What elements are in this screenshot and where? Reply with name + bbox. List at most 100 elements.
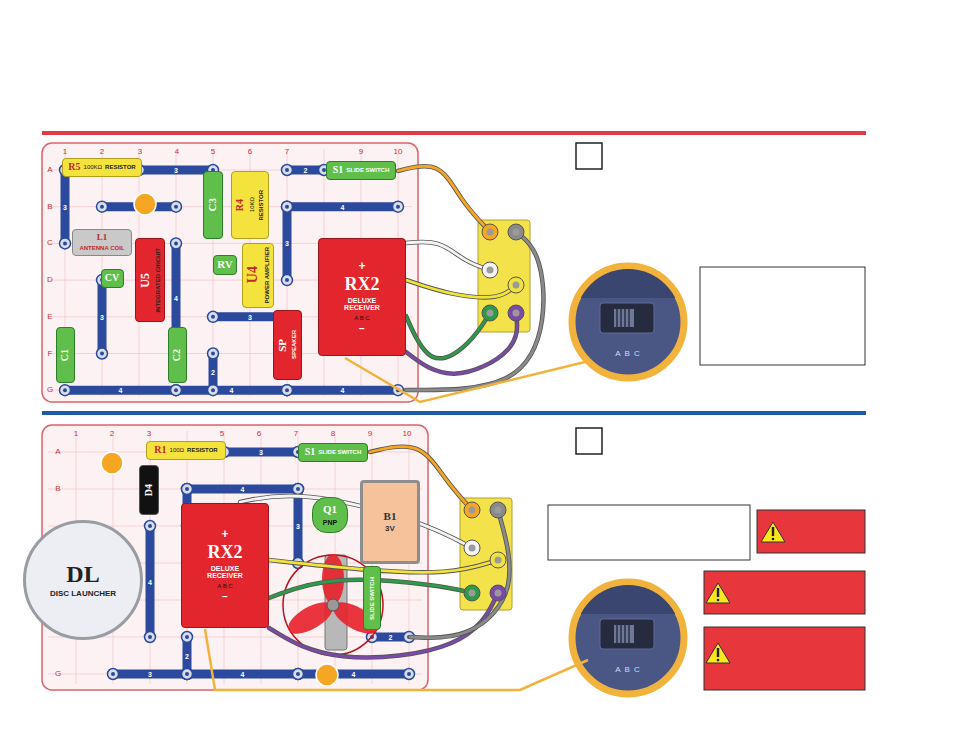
snap-number: 4 [240, 486, 246, 493]
warning-box [704, 571, 865, 614]
page-frame [42, 131, 866, 694]
note-box [700, 267, 865, 365]
part-caption: POWER AMPLIFIER [264, 247, 270, 303]
snap-wire [296, 487, 300, 491]
snap-wire [396, 205, 400, 209]
grid-number: 9 [368, 430, 372, 438]
warning-box [717, 659, 720, 662]
jumper-wire [406, 313, 517, 374]
snap-wire [283, 207, 292, 280]
part-caption: PNP [323, 519, 337, 526]
magnified-inset [560, 584, 700, 614]
snap-number: 4 [229, 387, 235, 394]
part-caption: DELUXE RECEIVER [194, 565, 256, 580]
snap-wire [208, 385, 219, 396]
snap-wire [182, 484, 193, 495]
snap-wire [97, 201, 108, 212]
magnified-inset [617, 625, 629, 643]
snap-wire [176, 386, 287, 395]
grid-letter: C [47, 239, 53, 247]
snap-number: 4 [118, 387, 124, 394]
snap-wire [293, 669, 304, 680]
part-label: S1 [305, 447, 316, 458]
grid-number: 5 [220, 430, 224, 438]
part-label: U4 [246, 266, 261, 283]
snap-number: 2 [210, 368, 216, 375]
magnified-inset [560, 268, 700, 333]
grid-letter: B [47, 203, 52, 211]
snap-wire [63, 241, 67, 245]
warning-box [704, 571, 865, 614]
snap-wire [293, 484, 304, 495]
snap-wire [145, 632, 156, 643]
warning-box [772, 527, 774, 536]
snap-wire [282, 385, 293, 396]
snap-wire [139, 166, 213, 175]
part-label: S1 [333, 165, 344, 176]
snap-wire [185, 487, 189, 491]
grid-number: 2 [100, 148, 104, 156]
snap-wire [145, 521, 156, 532]
part-caption: RX2 [208, 543, 243, 562]
snap-wire [296, 672, 300, 676]
capacitor-part: C2 [168, 327, 187, 383]
connector-terminal [482, 224, 498, 240]
snap-wire [296, 672, 300, 676]
snap-wire [293, 669, 304, 680]
snap-wire [224, 448, 298, 457]
connector-terminal [508, 224, 524, 240]
snap-wire [285, 168, 289, 172]
potentiometer-part: RV [213, 255, 237, 275]
snap-wire [174, 388, 178, 392]
warning-box [757, 510, 865, 553]
connector-terminal [495, 557, 502, 564]
snap-wire [285, 278, 289, 282]
connector-terminal [487, 267, 494, 274]
check-box [576, 428, 602, 454]
snap-wire [298, 670, 409, 679]
jumper-wire [240, 496, 472, 548]
grid-number: 3 [138, 148, 142, 156]
snap-wire [407, 672, 411, 676]
section-rule [42, 131, 866, 135]
part-label: C2 [172, 349, 183, 361]
snap-wire [287, 202, 398, 211]
connector-block [478, 220, 530, 332]
coil-part: L1ANTENNA COIL [72, 229, 132, 256]
part-label: SP [277, 339, 289, 352]
speaker-part: SPSPEAKER [273, 310, 302, 380]
part-label: C3 [207, 198, 219, 211]
snap-wire [285, 388, 289, 392]
part-caption: 3V [385, 525, 395, 533]
grid-letter: E [47, 313, 52, 321]
jumper-wire [406, 242, 490, 270]
jumper-wire [406, 232, 543, 390]
snap-wire [282, 201, 293, 212]
warning-box [706, 643, 730, 663]
grid-number: 2 [110, 430, 114, 438]
grid-number: 7 [285, 148, 289, 156]
snap-wire [174, 388, 178, 392]
connector-terminal [464, 540, 480, 556]
switch-part: S1SLIDE SWITCH [326, 161, 396, 180]
connector-terminal [482, 305, 498, 321]
magnified-inset [560, 266, 700, 378]
part-label: SLIDE SWITCH [369, 577, 375, 620]
magnified-inset [614, 309, 634, 327]
callout-marker [101, 452, 123, 474]
callout-marker [316, 664, 338, 686]
connector-terminal [464, 224, 524, 601]
snap-wire [171, 385, 182, 396]
jumper-wire [410, 510, 510, 638]
led-part: D4 [139, 465, 159, 515]
snap-number: 2 [388, 634, 394, 641]
connector-terminal [469, 590, 476, 597]
resistor-part: R410KΩRESISTOR [231, 171, 269, 239]
callout-marker [134, 193, 156, 215]
grid-line [48, 674, 422, 675]
snap-wire [285, 388, 289, 392]
snap-wire [182, 632, 193, 643]
capacitor-part: C1 [56, 327, 75, 383]
snap-number: 3 [62, 203, 68, 210]
part-label: C1 [60, 349, 71, 361]
